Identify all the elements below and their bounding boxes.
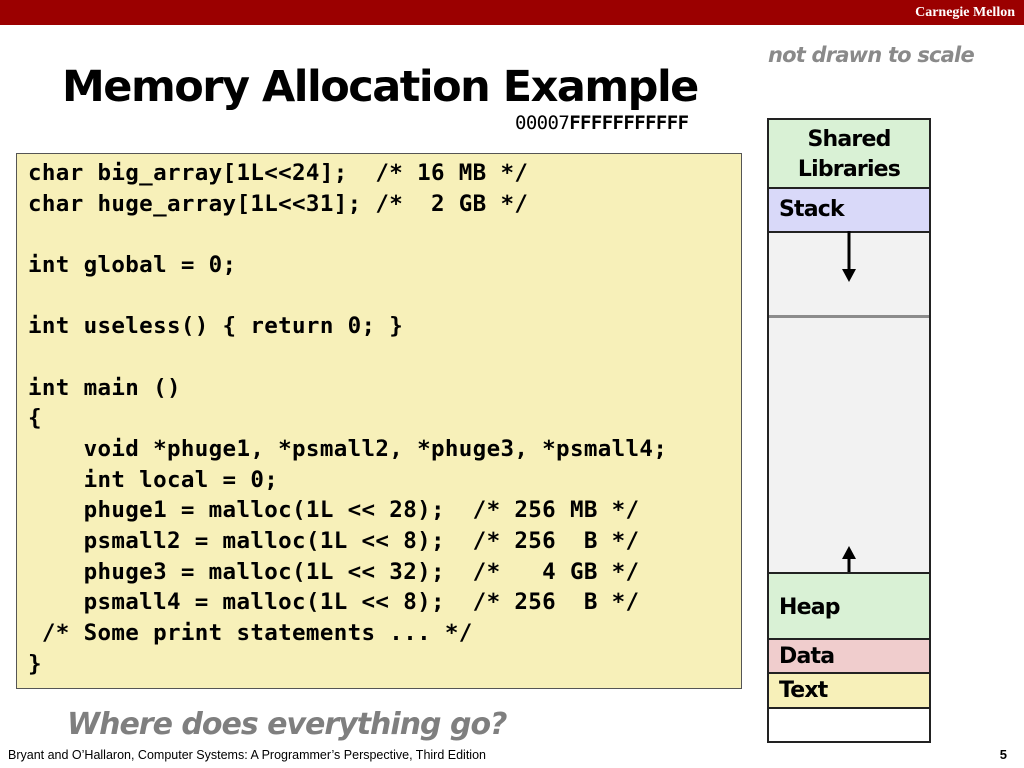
code-line: phuge3 = malloc(1L << 32); /* 4 GB */ bbox=[28, 559, 640, 585]
slide-title: Memory Allocation Example bbox=[62, 62, 699, 112]
code-line: int useless() { return 0; } bbox=[28, 313, 404, 339]
heap-region: Heap bbox=[769, 572, 929, 640]
scale-note: not drawn to scale bbox=[768, 43, 975, 67]
code-line: char big_array[1L<<24]; /* 16 MB */ bbox=[28, 160, 529, 186]
shared-label-line1: Shared bbox=[807, 127, 891, 152]
shared-libraries-region: Shared Libraries bbox=[769, 120, 929, 189]
shared-libraries-label: Shared Libraries bbox=[769, 125, 929, 185]
code-line: } bbox=[28, 651, 42, 677]
code-block: char big_array[1L<<24]; /* 16 MB */ char… bbox=[16, 153, 742, 689]
stack-growth-arrow-icon bbox=[842, 231, 856, 282]
code-line: phuge1 = malloc(1L << 28); /* 256 MB */ bbox=[28, 497, 640, 523]
heap-growth-arrow-icon bbox=[842, 546, 856, 572]
page-number: 5 bbox=[999, 747, 1007, 762]
data-region: Data bbox=[769, 640, 929, 674]
question-text: Where does everything go? bbox=[67, 707, 507, 742]
code-line: int main () bbox=[28, 375, 181, 401]
data-label: Data bbox=[779, 644, 835, 669]
memory-layout-diagram: Shared Libraries Stack Heap Data Text bbox=[767, 118, 931, 743]
code-line: /* Some print statements ... */ bbox=[28, 620, 473, 646]
top-address-bold: FFFFFFFFFFF bbox=[569, 112, 689, 134]
top-address: 00007FFFFFFFFFFF bbox=[515, 112, 689, 134]
unused-region-lower bbox=[769, 318, 929, 572]
stack-label: Stack bbox=[779, 197, 845, 222]
shared-label-line2: Libraries bbox=[797, 157, 901, 182]
code-line: psmall4 = malloc(1L << 8); /* 256 B */ bbox=[28, 589, 640, 615]
footer-citation: Bryant and O’Hallaron, Computer Systems:… bbox=[8, 748, 486, 762]
header-bar: Carnegie Mellon bbox=[0, 0, 1024, 25]
code-line: void *phuge1, *psmall2, *phuge3, *psmall… bbox=[28, 436, 668, 462]
text-region: Text bbox=[769, 674, 929, 709]
code-line: int global = 0; bbox=[28, 252, 237, 278]
top-address-prefix: 00007 bbox=[515, 112, 570, 134]
institution-logo-text: Carnegie Mellon bbox=[915, 5, 1015, 20]
code-line: int local = 0; bbox=[28, 467, 279, 493]
heap-label: Heap bbox=[779, 595, 841, 620]
stack-region: Stack bbox=[769, 189, 929, 233]
code-line: char huge_array[1L<<31]; /* 2 GB */ bbox=[28, 191, 529, 217]
code-line: psmall2 = malloc(1L << 8); /* 256 B */ bbox=[28, 528, 640, 554]
text-label: Text bbox=[779, 678, 828, 703]
code-line: { bbox=[28, 405, 42, 431]
